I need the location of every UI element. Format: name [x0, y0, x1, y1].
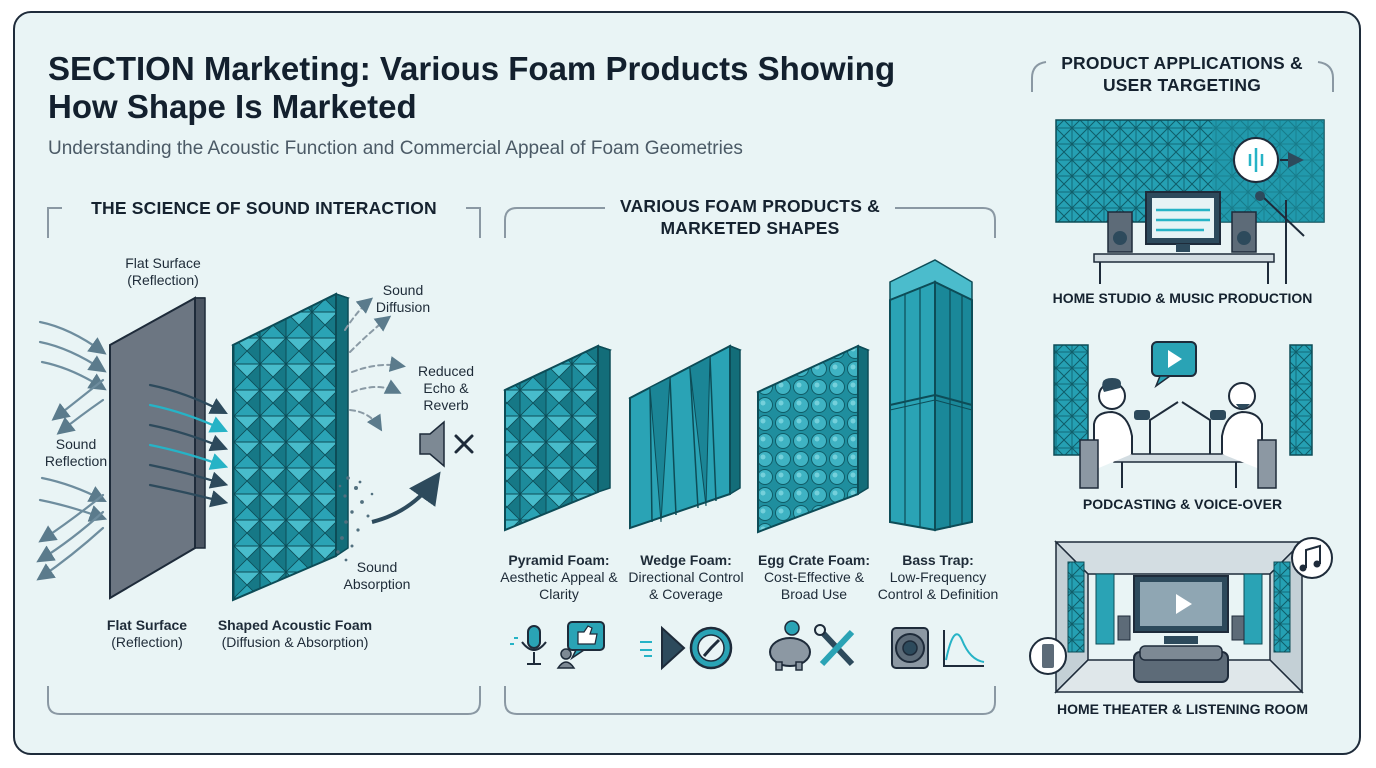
absorption-arrow [371, 471, 441, 524]
flat-surface-caption-title: Flat Surface [106, 617, 188, 633]
flat-surface-top-label: Flat Surface (Reflection) [125, 255, 201, 288]
pyramid-foam-product [502, 344, 613, 532]
application-caption-studio: HOME STUDIO & MUSIC PRODUCTION [1052, 290, 1313, 306]
page-subtitle: Understanding the Acoustic Function and … [48, 138, 743, 159]
home-studio-illustration [1055, 119, 1325, 284]
product-desc: Directional Control & Coverage [628, 569, 744, 602]
bass-trap-product [889, 259, 973, 532]
absorption-particles [336, 476, 374, 562]
speaker-icon [891, 627, 929, 669]
reduced-echo-label: Reduced Echo & Reverb [417, 363, 475, 413]
applications-heading: PRODUCT APPLICATIONS & USER TARGETING [1061, 53, 1303, 95]
sound-reflection-label: Sound Reflection [44, 436, 108, 469]
product-desc: Aesthetic Appeal & Clarity [500, 569, 618, 602]
sound-absorption-label: Sound Absorption [343, 559, 411, 592]
product-desc: Cost-Effective & Broad Use [763, 569, 865, 602]
incoming-sound-waves [148, 383, 229, 508]
applications-section-bracket [1031, 61, 1334, 92]
science-heading: THE SCIENCE OF SOUND INTERACTION [91, 198, 437, 218]
piggy-bank-icon [769, 620, 811, 671]
shaped-foam-caption-sub: (Diffusion & Absorption) [221, 634, 369, 650]
products-section-bracket [504, 207, 996, 715]
muted-speaker-icon [419, 420, 474, 468]
waveform-icon [943, 630, 985, 667]
page-title: SECTION Marketing: Various Foam Products… [48, 50, 896, 125]
podcasting-illustration [1053, 341, 1313, 489]
flat-surface-caption-sub: (Reflection) [111, 634, 183, 650]
science-section-bracket [46, 207, 481, 715]
product-desc: Low-Frequency Control & Definition [877, 569, 999, 602]
home-theater-illustration [1029, 537, 1333, 694]
shaped-foam-caption: Shaped Acoustic Foam (Diffusion & Absorp… [210, 617, 380, 651]
product-name: Wedge Foam: [640, 552, 732, 568]
application-caption-theater: HOME THEATER & LISTENING ROOM [1057, 701, 1308, 717]
products-heading: VARIOUS FOAM PRODUCTS & MARKETED SHAPES [620, 196, 880, 238]
product-label-egg-crate: Egg Crate Foam: Cost-Effective & Broad U… [756, 552, 872, 603]
tools-icon [814, 624, 855, 667]
product-name: Egg Crate Foam: [757, 552, 870, 568]
product-label-bass-trap: Bass Trap: Low-Frequency Control & Defin… [872, 552, 1004, 603]
egg-crate-foam-product [756, 344, 870, 534]
thumbs-up-icon [556, 621, 605, 669]
product-label-wedge: Wedge Foam: Directional Control & Covera… [622, 552, 750, 603]
diffusion-arrows [344, 297, 406, 432]
wedge-foam-product [628, 344, 742, 530]
flat-surface-caption: Flat Surface (Reflection) [92, 617, 202, 651]
application-caption-podcast: PODCASTING & VOICE-OVER [1082, 496, 1283, 512]
compass-icon [689, 626, 733, 670]
shaped-foam-caption-title: Shaped Acoustic Foam [217, 617, 373, 633]
sound-diffusion-label: Sound Diffusion [375, 282, 431, 315]
reflection-waves [36, 320, 108, 581]
product-name: Pyramid Foam: [508, 552, 610, 568]
microphone-icon [510, 625, 547, 665]
product-name: Bass Trap: [902, 552, 974, 568]
product-label-pyramid: Pyramid Foam: Aesthetic Appeal & Clarity [500, 552, 618, 603]
shaped-foam-panel [231, 292, 350, 602]
arrow-icon [640, 625, 686, 671]
flat-panel [109, 296, 206, 600]
